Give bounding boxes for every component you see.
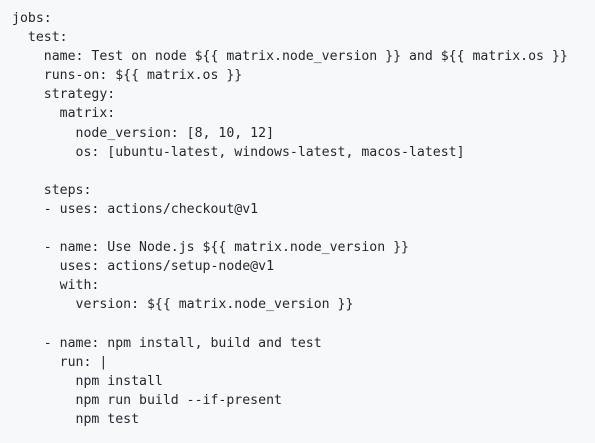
code-line-node-version: node_version: [8, 10, 12] [12,125,275,141]
code-line-strategy: strategy: [12,87,116,103]
code-line-name: name: Test on node ${{ matrix.node_versi… [12,49,568,65]
code-line-matrix: matrix: [12,106,116,122]
code-line-blank [12,315,595,334]
code-line-os: os: [ubuntu-latest, windows-latest, maco… [12,144,465,160]
code-line-blank [12,162,595,181]
code-line-blank [12,219,595,238]
code-line-step-name-npm: - name: npm install, build and test [12,335,322,351]
code-line-run: run: | [12,354,108,370]
code-line-runs-on: runs-on: ${{ matrix.os }} [12,68,243,84]
code-line-with: with: [12,278,100,294]
code-line-step-name-node: - name: Use Node.js ${{ matrix.node_vers… [12,240,409,256]
code-line-npm-build: npm run build --if-present [12,392,282,408]
code-line-uses-checkout: - uses: actions/checkout@v1 [12,201,259,217]
code-line-steps: steps: [12,182,92,198]
code-line-uses-setup-node: uses: actions/setup-node@v1 [12,259,275,275]
code-line-npm-test: npm test [12,411,140,427]
code-line-jobs: jobs: [12,11,52,26]
code-line-test: test: [12,30,68,46]
code-line-npm-install: npm install [12,373,163,389]
code-line-version: version: ${{ matrix.node_version }} [12,297,354,313]
